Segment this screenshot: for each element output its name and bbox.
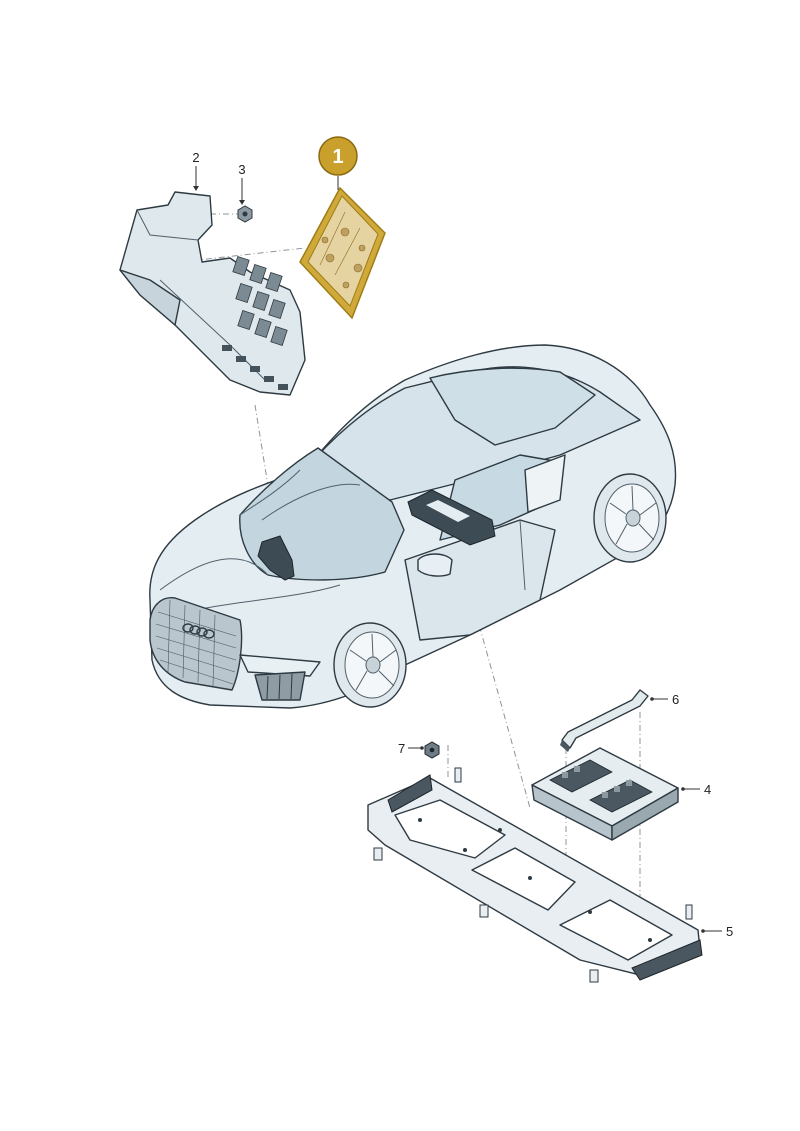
callout-badge-1 xyxy=(318,136,358,176)
callout-label-3: 3 xyxy=(238,162,245,177)
front-module-location xyxy=(257,535,295,581)
part-5-mounting-frame xyxy=(367,767,703,983)
callout-label-6: 6 xyxy=(672,692,679,707)
part-3-nut xyxy=(237,205,253,223)
part-7-nut xyxy=(424,741,440,759)
brand-rings-logo xyxy=(182,623,215,639)
front-wheel xyxy=(333,622,407,708)
callout-label-2: 2 xyxy=(192,150,199,165)
callout-label-4: 4 xyxy=(704,782,711,797)
part-4-control-module xyxy=(531,747,679,841)
callout-label-1: 1 xyxy=(332,146,343,168)
callout-label-5: 5 xyxy=(726,924,733,939)
center-bracket-location xyxy=(407,489,496,546)
vehicle-illustration xyxy=(149,344,677,709)
callout-label-7: 7 xyxy=(398,741,405,756)
part-1-control-unit xyxy=(299,186,386,320)
part-2-relay-carrier xyxy=(119,191,306,396)
rear-wheel xyxy=(593,473,667,563)
callouts: 1 2 3 4 5 6 7 xyxy=(192,136,733,939)
grille-mesh xyxy=(155,599,237,687)
part-6-bracket-strap xyxy=(560,689,649,752)
